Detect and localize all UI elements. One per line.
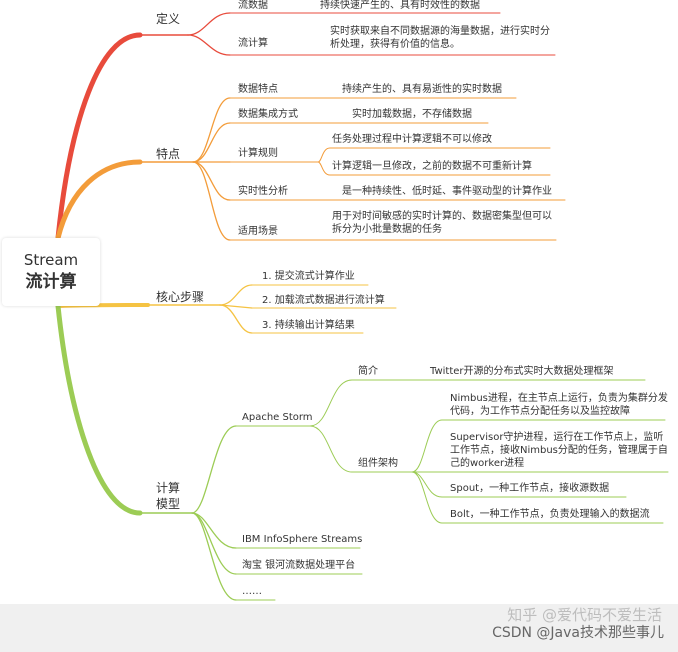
feature-item-label[interactable]: 计算规则: [238, 148, 278, 159]
storm-arch-item[interactable]: Bolt，一种工作节点，负责处理输入的数据流: [450, 509, 650, 520]
definition-item-desc[interactable]: 持续快速产生的、具有时效性的数据: [320, 0, 480, 11]
mindmap-canvas: Stream 流计算 定义 流数据 持续快速产生的、具有时效性的数据 流计算 实…: [0, 0, 678, 604]
definition-item-label[interactable]: 流计算: [238, 38, 268, 49]
storm-arch-label[interactable]: 组件架构: [358, 458, 398, 469]
model-storm[interactable]: Apache Storm: [242, 412, 313, 423]
watermark-csdn: CSDN @Java技术那些事儿: [492, 625, 664, 641]
storm-arch-item[interactable]: Supervisor守护进程，运行在工作节点上，监听工作节点，接收Nimbus分…: [450, 432, 668, 469]
branch-steps[interactable]: 核心步骤: [156, 290, 205, 304]
feature-item-label[interactable]: 数据集成方式: [238, 109, 298, 120]
feature-item-desc[interactable]: 是一种持续性、低时延、事件驱动型的计算作业: [342, 186, 552, 197]
feature-item-desc[interactable]: 用于对时间敏感的实时计算的、数据密集型但可以拆分为小批量数据的任务: [332, 211, 552, 235]
storm-intro-label[interactable]: 简介: [358, 366, 378, 377]
feature-item-desc[interactable]: 实时加载数据，不存储数据: [352, 109, 472, 120]
definition-item-desc[interactable]: 实时获取来自不同数据源的海量数据，进行实时分析处理，获得有价值的信息。: [330, 26, 550, 50]
feature-item-desc[interactable]: 任务处理过程中计算逻辑不可以修改: [332, 134, 492, 145]
feature-item-desc[interactable]: 持续产生的、具有易逝性的实时数据: [342, 84, 502, 95]
root-title-en: Stream: [23, 251, 79, 269]
definition-item-label[interactable]: 流数据: [238, 0, 268, 11]
step-item[interactable]: 2. 加载流式数据进行流计算: [262, 295, 385, 306]
root-node[interactable]: Stream 流计算: [2, 238, 100, 306]
watermark-zhihu: 知乎 @爱代码不爱生活: [507, 606, 662, 624]
root-title-zh: 流计算: [25, 272, 77, 292]
step-item[interactable]: 3. 持续输出计算结果: [262, 320, 355, 331]
storm-arch-item[interactable]: Nimbus进程，在主节点上运行，负责为集群分发代码，为工作节点分配任务以及监控…: [450, 393, 668, 417]
feature-item-desc[interactable]: 计算逻辑一旦修改，之前的数据不可重新计算: [332, 161, 532, 172]
feature-item-label[interactable]: 实时性分析: [238, 186, 288, 197]
storm-intro-desc[interactable]: Twitter开源的分布式实时大数据处理框架: [430, 366, 614, 377]
feature-item-label[interactable]: 适用场景: [238, 226, 278, 237]
branch-definition[interactable]: 定义: [156, 12, 181, 26]
connector-lines: [55, 12, 669, 601]
branch-features[interactable]: 特点: [156, 147, 181, 161]
model-other[interactable]: 淘宝 银河流数据处理平台: [242, 560, 356, 571]
storm-arch-item[interactable]: Spout，一种工作节点，接收源数据: [450, 483, 610, 494]
feature-item-label[interactable]: 数据特点: [238, 84, 278, 95]
model-other[interactable]: IBM InfoSphere Streams: [242, 534, 363, 545]
step-item[interactable]: 1. 提交流式计算作业: [262, 271, 355, 282]
branch-models[interactable]: 计算模型: [156, 481, 181, 511]
model-other[interactable]: ……: [242, 586, 262, 597]
